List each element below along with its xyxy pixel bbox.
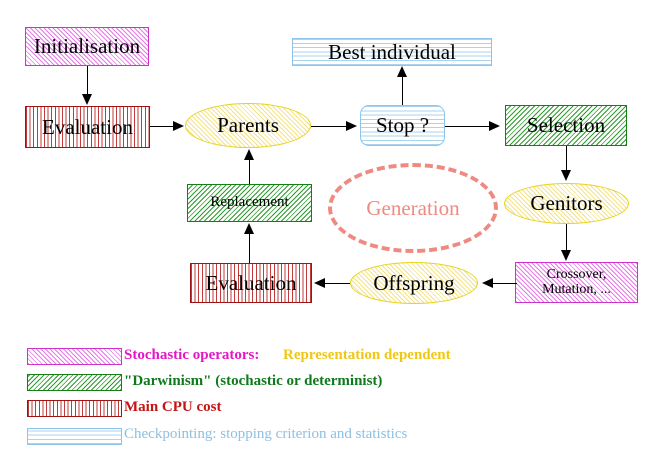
arrowhead-stop-to-selection: [489, 121, 500, 131]
node-selection[interactable]: Selection: [505, 105, 627, 146]
arrowhead-evaluation-to-replacement: [244, 223, 254, 234]
node-evaluation-top-label: Evaluation: [42, 114, 133, 139]
arrowhead-selection-to-genitors: [561, 170, 571, 181]
legend-label-checkpointing: Checkpointing: stopping criterion and st…: [124, 426, 408, 442]
node-best-individual-label: Best individual: [328, 39, 456, 64]
connector-selection-to-genitors: [566, 146, 567, 172]
node-parents[interactable]: Parents: [185, 103, 311, 148]
node-crossover-mutation[interactable]: Crossover, Mutation, ...: [515, 262, 638, 303]
connector-stop-to-best-individual: [402, 76, 403, 105]
legend-label-stochastic-operators: Stochastic operators:: [124, 347, 260, 363]
connector-initialisation-to-evaluation: [87, 66, 88, 96]
connector-evaluation-to-replacement: [249, 233, 250, 263]
legend-label-main-cpu-cost: Main CPU cost: [124, 399, 222, 415]
arrowhead-parents-to-stop: [346, 121, 357, 131]
arrowhead-evaluation-to-parents: [173, 121, 184, 131]
connector-replacement-to-parents: [249, 160, 250, 184]
arrowhead-crossover-to-offspring: [482, 278, 493, 288]
legend-swatch-checkpointing: [27, 428, 122, 445]
node-crossover-mutation-label: Crossover, Mutation, ...: [542, 266, 611, 297]
node-initialisation-label: Initialisation: [33, 34, 141, 59]
node-selection-label: Selection: [526, 113, 606, 138]
node-evaluation-bottom[interactable]: Evaluation: [190, 263, 312, 303]
node-parents-label: Parents: [217, 113, 279, 138]
legend-label-representation-dependent: Representation dependent: [283, 347, 451, 363]
connector-parents-to-stop: [311, 126, 348, 127]
legend-swatch-main-cpu-cost: [27, 400, 122, 417]
arrowhead-offspring-to-evaluation: [314, 278, 325, 288]
arrowhead-replacement-to-parents: [244, 149, 254, 160]
arrowhead-initialisation-to-evaluation: [82, 94, 92, 105]
node-replacement[interactable]: Replacement: [187, 184, 312, 222]
node-genitors-label: Genitors: [530, 191, 603, 216]
connector-genitors-to-crossover: [566, 224, 567, 251]
node-initialisation[interactable]: Initialisation: [25, 27, 149, 66]
node-stop[interactable]: Stop ?: [360, 105, 445, 146]
node-genitors[interactable]: Genitors: [504, 183, 629, 224]
node-offspring[interactable]: Offspring: [350, 262, 478, 304]
arrowhead-genitors-to-crossover: [561, 250, 571, 261]
connector-evaluation-to-parents: [150, 126, 175, 127]
legend-swatch-stochastic-operators: [27, 348, 122, 365]
node-evaluation-top[interactable]: Evaluation: [25, 106, 150, 148]
node-generation-label: Generation: [366, 195, 460, 220]
arrowhead-stop-to-best-individual: [397, 66, 407, 77]
connector-offspring-to-evaluation: [325, 283, 350, 284]
node-evaluation-bottom-label: Evaluation: [205, 270, 297, 295]
legend-swatch-darwinism: [27, 374, 122, 391]
node-offspring-label: Offspring: [373, 270, 455, 295]
legend-label-darwinism: "Darwinism" (stochastic or determinist): [124, 373, 383, 389]
connector-crossover-to-offspring: [492, 283, 517, 284]
node-stop-label: Stop ?: [375, 113, 430, 138]
connector-stop-to-selection: [445, 126, 490, 127]
node-best-individual[interactable]: Best individual: [292, 38, 492, 66]
node-generation-group: Generation: [328, 163, 498, 253]
node-replacement-label: Replacement: [210, 194, 289, 211]
